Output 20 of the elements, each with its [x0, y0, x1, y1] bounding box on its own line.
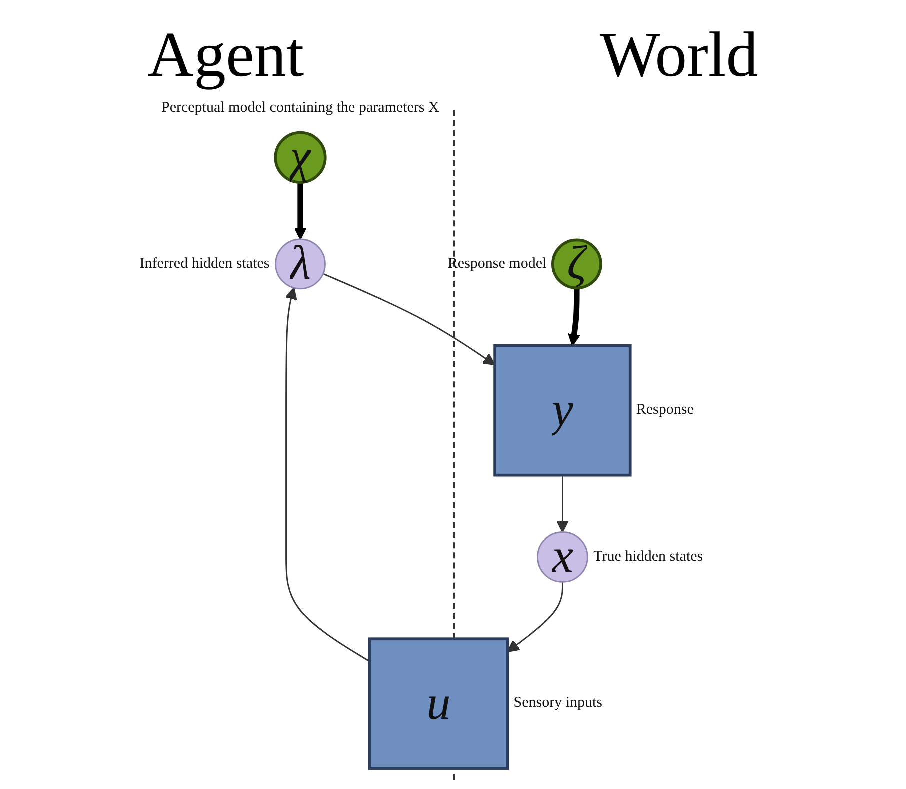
node-circle: λ	[275, 238, 326, 290]
arrow	[568, 288, 580, 346]
node-box: u	[368, 638, 510, 770]
arrow	[285, 288, 370, 662]
node-caption: Response model	[448, 256, 547, 273]
arrow	[322, 273, 496, 366]
arrow	[556, 475, 569, 533]
node-circle: χ	[274, 131, 327, 184]
heading: Agent	[148, 18, 304, 92]
node-caption: Sensory inputs	[514, 695, 602, 712]
node-box: y	[494, 344, 632, 477]
arrow	[294, 182, 307, 240]
node-caption: True hidden states	[594, 548, 704, 566]
node-caption: Response	[636, 402, 694, 420]
node-caption: Perceptual model containing the parameters X	[162, 100, 440, 118]
node-circle: ζ	[552, 238, 602, 290]
node-circle: x	[537, 532, 588, 583]
node-caption: Inferred hidden states	[140, 256, 270, 273]
heading: World	[600, 18, 758, 92]
arrow	[507, 582, 564, 653]
